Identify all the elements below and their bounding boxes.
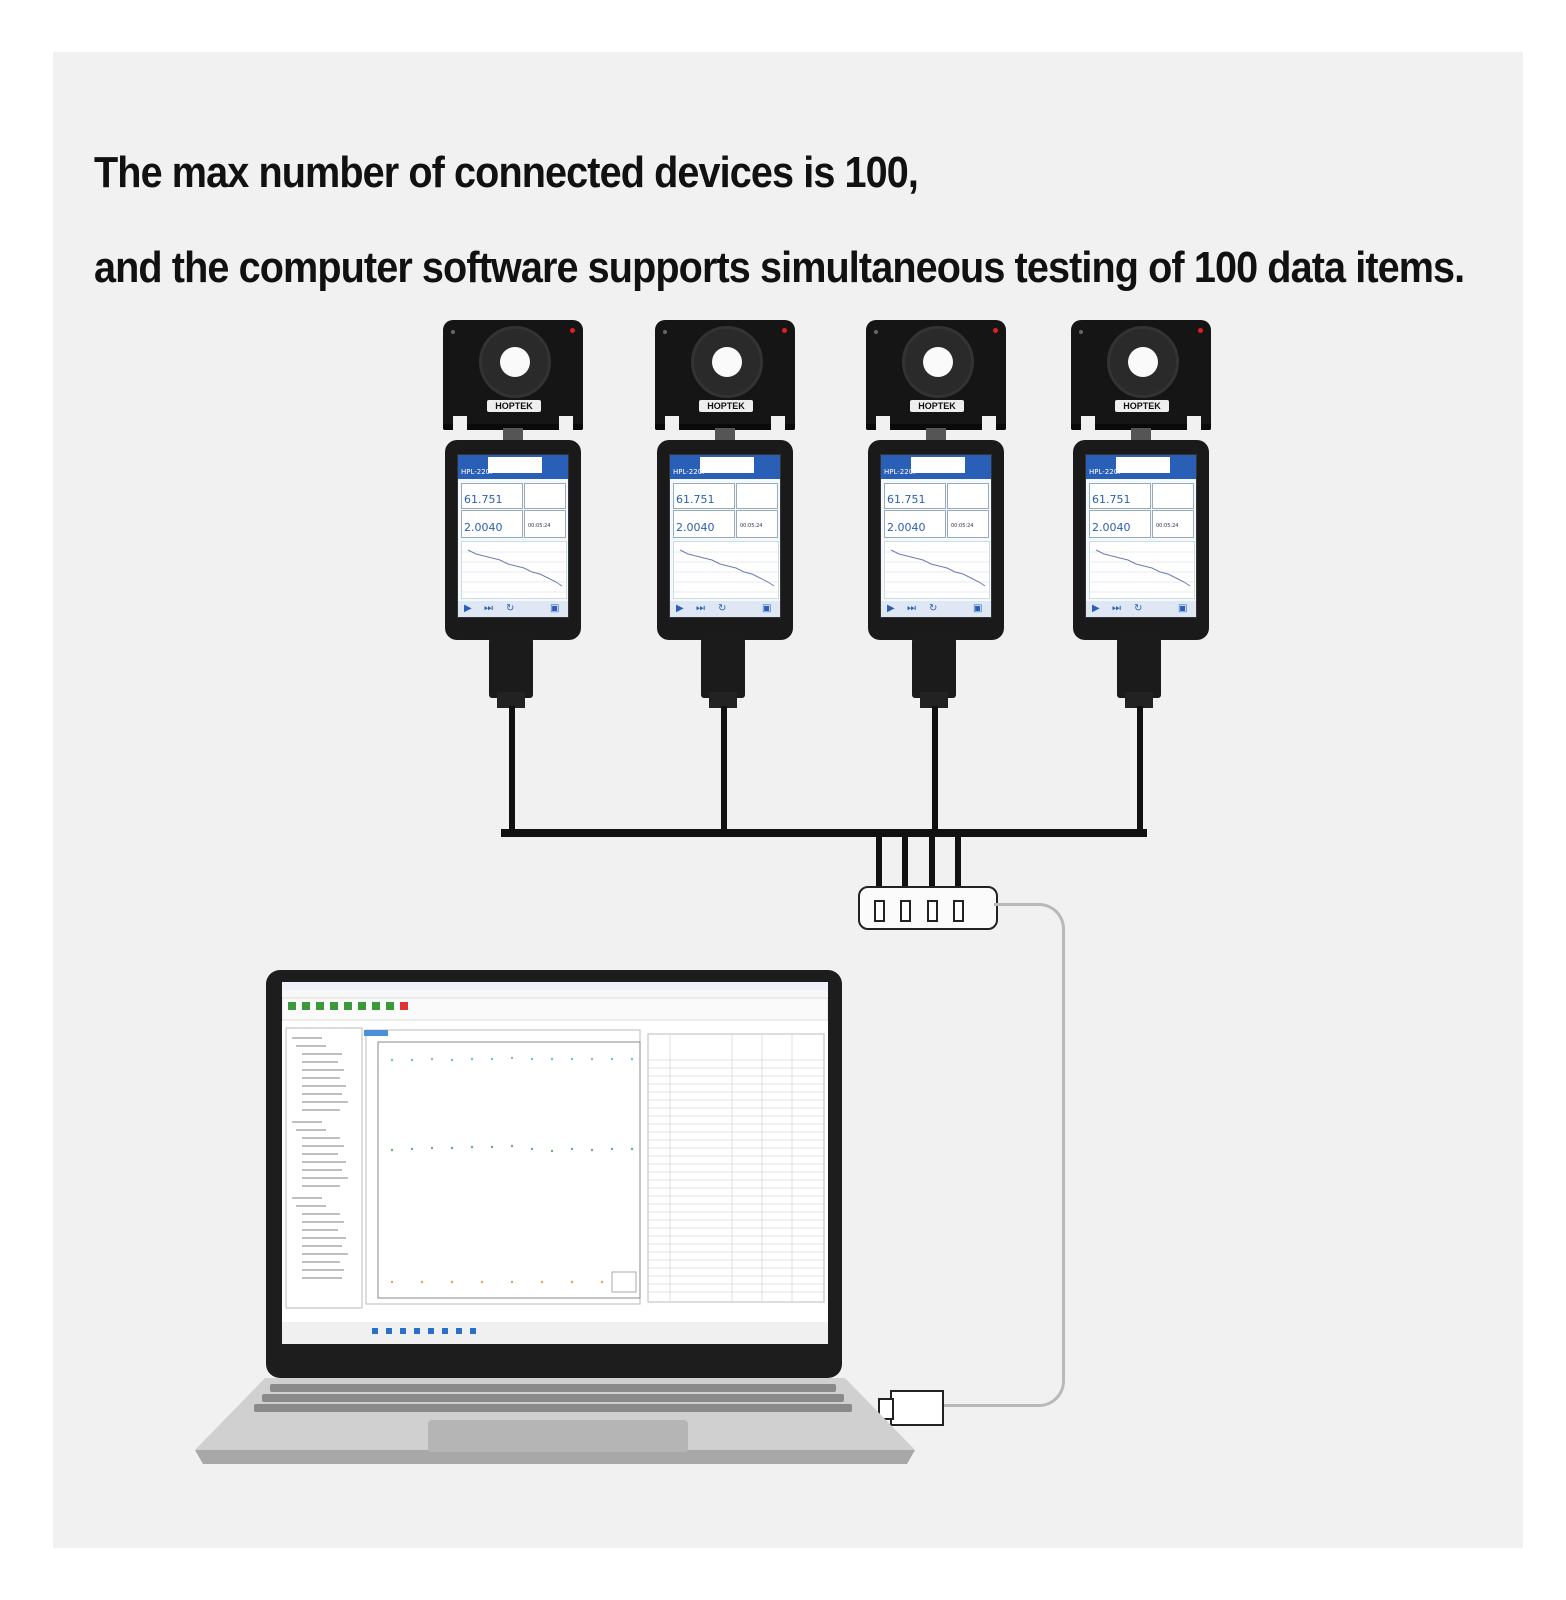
daily-value: 2.0040	[464, 521, 503, 534]
sensor-lens	[712, 347, 742, 377]
light-meter-device: HOPTEK HPL-220P 61.751 2.0040 00:05:24	[866, 320, 1006, 708]
usb-connector	[912, 638, 956, 698]
image-icon[interactable]: ▣	[1178, 603, 1188, 614]
refresh-icon[interactable]: ↻	[929, 603, 938, 614]
play-icon[interactable]: ▶	[676, 603, 684, 614]
daily-value: 2.0040	[887, 521, 926, 534]
brand-label: HOPTEK	[487, 400, 541, 412]
hub-lead	[876, 837, 882, 897]
device-cable	[721, 706, 727, 832]
brand-label: HOPTEK	[1115, 400, 1169, 412]
timer-value: 00:05:24	[1156, 523, 1179, 529]
model-label: HPL-220P	[1089, 468, 1123, 476]
meter-screen: HPL-220P 61.751 2.0040 00:05:24	[669, 454, 781, 618]
skip-icon[interactable]: ⏭	[696, 603, 705, 614]
usb-a-plug	[878, 1390, 944, 1426]
mini-chart	[461, 541, 567, 599]
sensor-head: HOPTEK	[443, 320, 583, 430]
usb-hub	[858, 886, 998, 930]
ppfd-value: 61.751	[887, 493, 926, 506]
refresh-icon[interactable]: ↻	[718, 603, 727, 614]
meter-screen: HPL-220P 61.751 2.0040 00:05:24	[457, 454, 569, 618]
bus-cable	[501, 829, 1147, 837]
headline-line-2: and the computer software supports simul…	[94, 243, 1465, 292]
headline-line-1: The max number of connected devices is 1…	[94, 148, 919, 197]
timer-value: 00:05:24	[740, 523, 763, 529]
image-icon[interactable]: ▣	[973, 603, 983, 614]
sensor-head: HOPTEK	[866, 320, 1006, 430]
play-icon[interactable]: ▶	[1092, 603, 1100, 614]
meter-body: HPL-220P 61.751 2.0040 00:05:24	[657, 440, 793, 640]
ppfd-value: 61.751	[676, 493, 715, 506]
trackpad	[428, 1420, 688, 1452]
meter-body: HPL-220P 61.751 2.0040 00:05:24	[868, 440, 1004, 640]
mini-chart	[1089, 541, 1195, 599]
status-led-icon	[1198, 328, 1203, 333]
status-led-icon	[570, 328, 575, 333]
usb-cable	[994, 903, 1065, 946]
meter-screen: HPL-220P 61.751 2.0040 00:05:24	[1085, 454, 1197, 618]
model-label: HPL-220P	[884, 468, 918, 476]
image-icon[interactable]: ▣	[762, 603, 772, 614]
device-cable	[932, 706, 938, 832]
usb-connector	[489, 638, 533, 698]
sensor-lens	[923, 347, 953, 377]
brand-label: HOPTEK	[910, 400, 964, 412]
ppfd-value: 61.751	[1092, 493, 1131, 506]
usb-connector	[1117, 638, 1161, 698]
brand-label: HOPTEK	[699, 400, 753, 412]
usb-cable	[1062, 940, 1065, 1380]
ppfd-value: 61.751	[464, 493, 503, 506]
play-icon[interactable]: ▶	[887, 603, 895, 614]
image-icon[interactable]: ▣	[550, 603, 560, 614]
model-label: HPL-220P	[673, 468, 707, 476]
skip-icon[interactable]: ⏭	[1112, 603, 1121, 614]
refresh-icon[interactable]: ↻	[1134, 603, 1143, 614]
usb-cable	[942, 1378, 1065, 1407]
play-icon[interactable]: ▶	[464, 603, 472, 614]
mini-chart	[884, 541, 990, 599]
meter-body: HPL-220P 61.751 2.0040 00:05:24	[445, 440, 581, 640]
light-meter-device: HOPTEK HPL-220P 61.751 2.0040 00:05:24	[655, 320, 795, 708]
timer-value: 00:05:24	[951, 523, 974, 529]
status-led-icon	[782, 328, 787, 333]
pc-software-window	[282, 982, 828, 1344]
daily-value: 2.0040	[676, 521, 715, 534]
keyboard	[254, 1404, 852, 1412]
device-cable	[509, 706, 515, 832]
mini-chart	[673, 541, 779, 599]
light-meter-device: HOPTEK HPL-220P 61.751 2.0040 00:05:24	[443, 320, 583, 708]
keyboard	[262, 1394, 844, 1402]
skip-icon[interactable]: ⏭	[484, 603, 493, 614]
usb-connector	[701, 638, 745, 698]
sensor-lens	[1128, 347, 1158, 377]
model-label: HPL-220P	[461, 468, 495, 476]
sensor-head: HOPTEK	[655, 320, 795, 430]
hub-lead	[955, 837, 961, 897]
daily-value: 2.0040	[1092, 521, 1131, 534]
software-screenshot	[282, 982, 828, 1344]
hub-lead	[929, 837, 935, 897]
sensor-head: HOPTEK	[1071, 320, 1211, 430]
timer-value: 00:05:24	[528, 523, 551, 529]
skip-icon[interactable]: ⏭	[907, 603, 916, 614]
device-cable	[1137, 706, 1143, 832]
meter-screen: HPL-220P 61.751 2.0040 00:05:24	[880, 454, 992, 618]
keyboard	[270, 1384, 836, 1392]
meter-body: HPL-220P 61.751 2.0040 00:05:24	[1073, 440, 1209, 640]
sensor-lens	[500, 347, 530, 377]
hub-lead	[902, 837, 908, 897]
light-meter-device: HOPTEK HPL-220P 61.751 2.0040 00:05:24	[1071, 320, 1211, 708]
refresh-icon[interactable]: ↻	[506, 603, 515, 614]
status-led-icon	[993, 328, 998, 333]
